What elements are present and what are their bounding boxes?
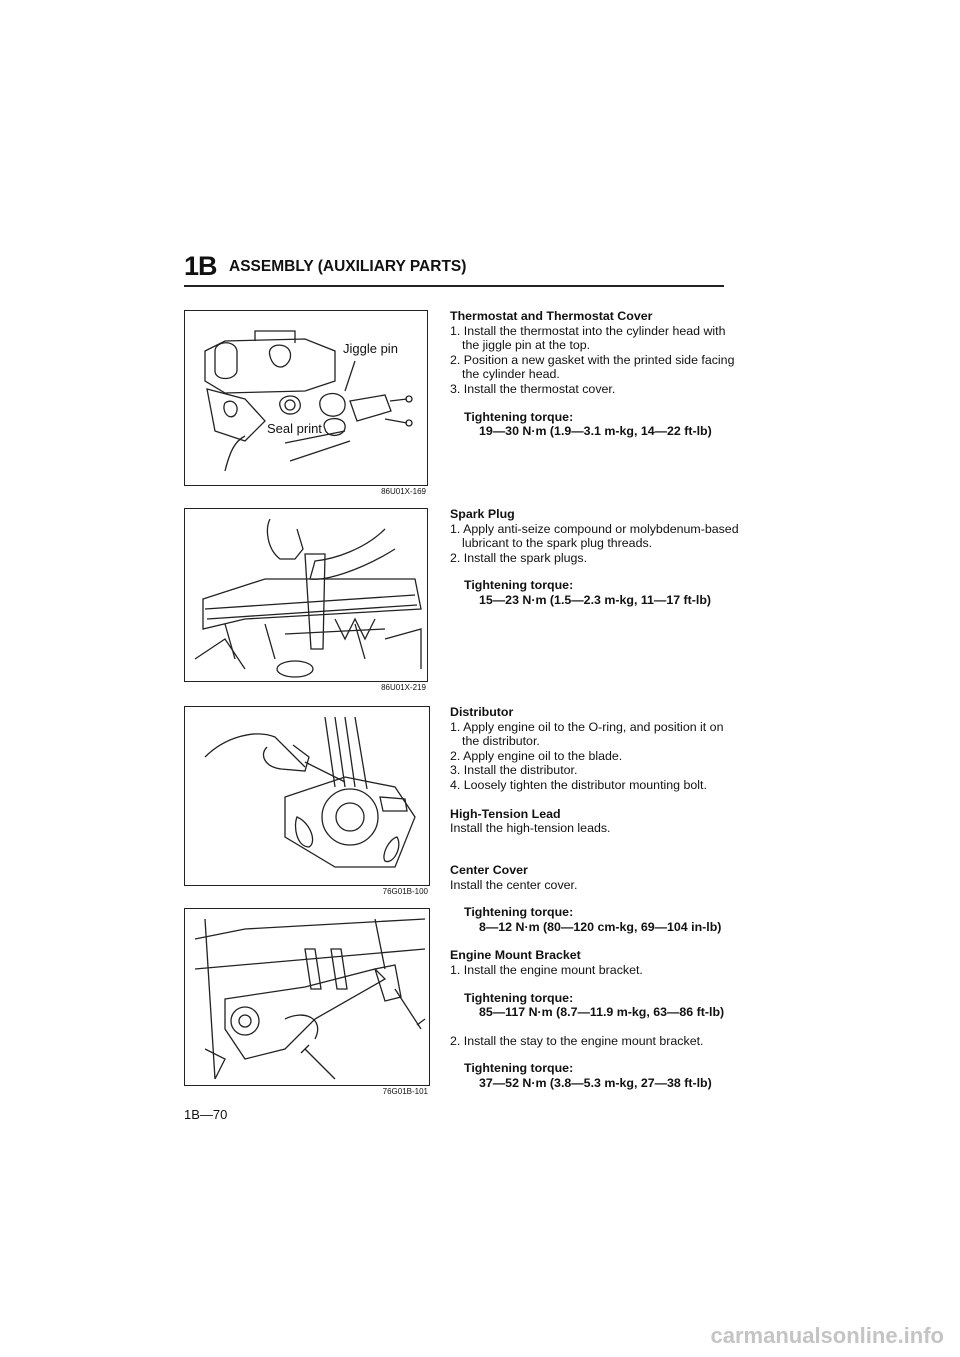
section-heading: Center Cover <box>450 863 528 877</box>
torque-spec: Tightening torque: 8—12 N·m (80—120 cm-k… <box>464 905 740 934</box>
step: 2. Install the stay to the engine mount … <box>450 1033 704 1048</box>
step: 2. Apply engine oil to the blade. <box>450 748 623 763</box>
thermostat-section: Thermostat and Thermostat Cover 1. Insta… <box>450 309 740 439</box>
torque-label: Tightening torque: <box>464 905 574 920</box>
figure-code: 86U01X-219 <box>381 683 426 692</box>
step: 4. Loosely tighten the distributor mount… <box>450 777 707 792</box>
section-heading: High-Tension Lead <box>450 806 561 821</box>
section-text: Install the center cover. <box>450 877 578 892</box>
step: 1. Install the engine mount bracket. <box>450 962 643 977</box>
figure-thermostat: Jiggle pin Seal print <box>184 310 428 486</box>
torque-label: Tightening torque: <box>464 409 574 424</box>
torque-value: 8—12 N·m (80—120 cm-kg, 69—104 in-lb) <box>479 919 722 934</box>
step: 1. Apply anti-seize compound or molybden… <box>450 521 739 551</box>
figure-code: 86U01X-169 <box>381 487 426 496</box>
torque-spec: Tightening torque: 85—117 N·m (8.7—11.9 … <box>464 991 740 1020</box>
torque-value: 15—23 N·m (1.5—2.3 m-kg, 11—17 ft-lb) <box>479 592 712 607</box>
torque-label: Tightening torque: <box>464 1061 574 1076</box>
step: 1. Install the thermostat into the cylin… <box>450 323 726 353</box>
torque-value: 19—30 N·m (1.9—3.1 m-kg, 14—22 ft-lb) <box>479 424 712 439</box>
distributor-illustration <box>204 716 416 868</box>
distributor-section: Distributor 1. Apply engine oil to the O… <box>450 705 740 836</box>
torque-value: 37—52 N·m (3.8—5.3 m-kg, 27—38 ft-lb) <box>479 1075 712 1090</box>
seal-print-label: Seal print <box>267 421 322 436</box>
thermostat-illustration: Jiggle pin Seal print <box>204 330 413 472</box>
section-text: Install the high-tension leads. <box>450 821 611 836</box>
section-title: ASSEMBLY (AUXILIARY PARTS) <box>229 258 467 275</box>
section-heading: Distributor <box>450 705 514 719</box>
torque-spec: Tightening torque: 15—23 N·m (1.5—2.3 m-… <box>464 578 740 607</box>
section-code: 1B <box>184 251 218 281</box>
section-header: 1B ASSEMBLY (AUXILIARY PARTS) <box>184 251 724 287</box>
watermark: carmanualsonline.info <box>710 1323 945 1348</box>
torque-spec: Tightening torque: 37—52 N·m (3.8—5.3 m-… <box>464 1061 740 1090</box>
step: 2. Install the spark plugs. <box>450 550 588 565</box>
step: 3. Install the distributor. <box>450 763 578 778</box>
step: 2. Position a new gasket with the printe… <box>450 352 735 382</box>
section-heading: Engine Mount Bracket <box>450 948 581 963</box>
spark-plug-illustration <box>194 518 422 678</box>
figure-distributor <box>184 706 430 886</box>
page-number: 1B—70 <box>184 1107 228 1122</box>
center-cover-section: Center Cover Install the center cover. T… <box>450 863 740 1091</box>
section-heading: Thermostat and Thermostat Cover <box>450 309 653 323</box>
section-heading: Spark Plug <box>450 507 515 521</box>
jiggle-pin-label: Jiggle pin <box>343 341 398 356</box>
torque-spec: Tightening torque: 19—30 N·m (1.9—3.1 m-… <box>464 410 740 439</box>
step: 3. Install the thermostat cover. <box>450 381 616 396</box>
figure-code: 76G01B-101 <box>382 1087 428 1096</box>
step: 1. Apply engine oil to the O-ring, and p… <box>450 719 724 749</box>
engine-mount-illustration <box>194 918 426 1080</box>
torque-label: Tightening torque: <box>464 578 574 593</box>
torque-label: Tightening torque: <box>464 990 574 1005</box>
figure-code: 76G01B-100 <box>382 887 428 896</box>
figure-spark-plug <box>184 508 428 682</box>
torque-value: 85—117 N·m (8.7—11.9 m-kg, 63—86 ft-lb) <box>479 1005 725 1020</box>
spark-plug-section: Spark Plug 1. Apply anti-seize compound … <box>450 507 740 608</box>
figure-engine-mount <box>184 908 430 1086</box>
